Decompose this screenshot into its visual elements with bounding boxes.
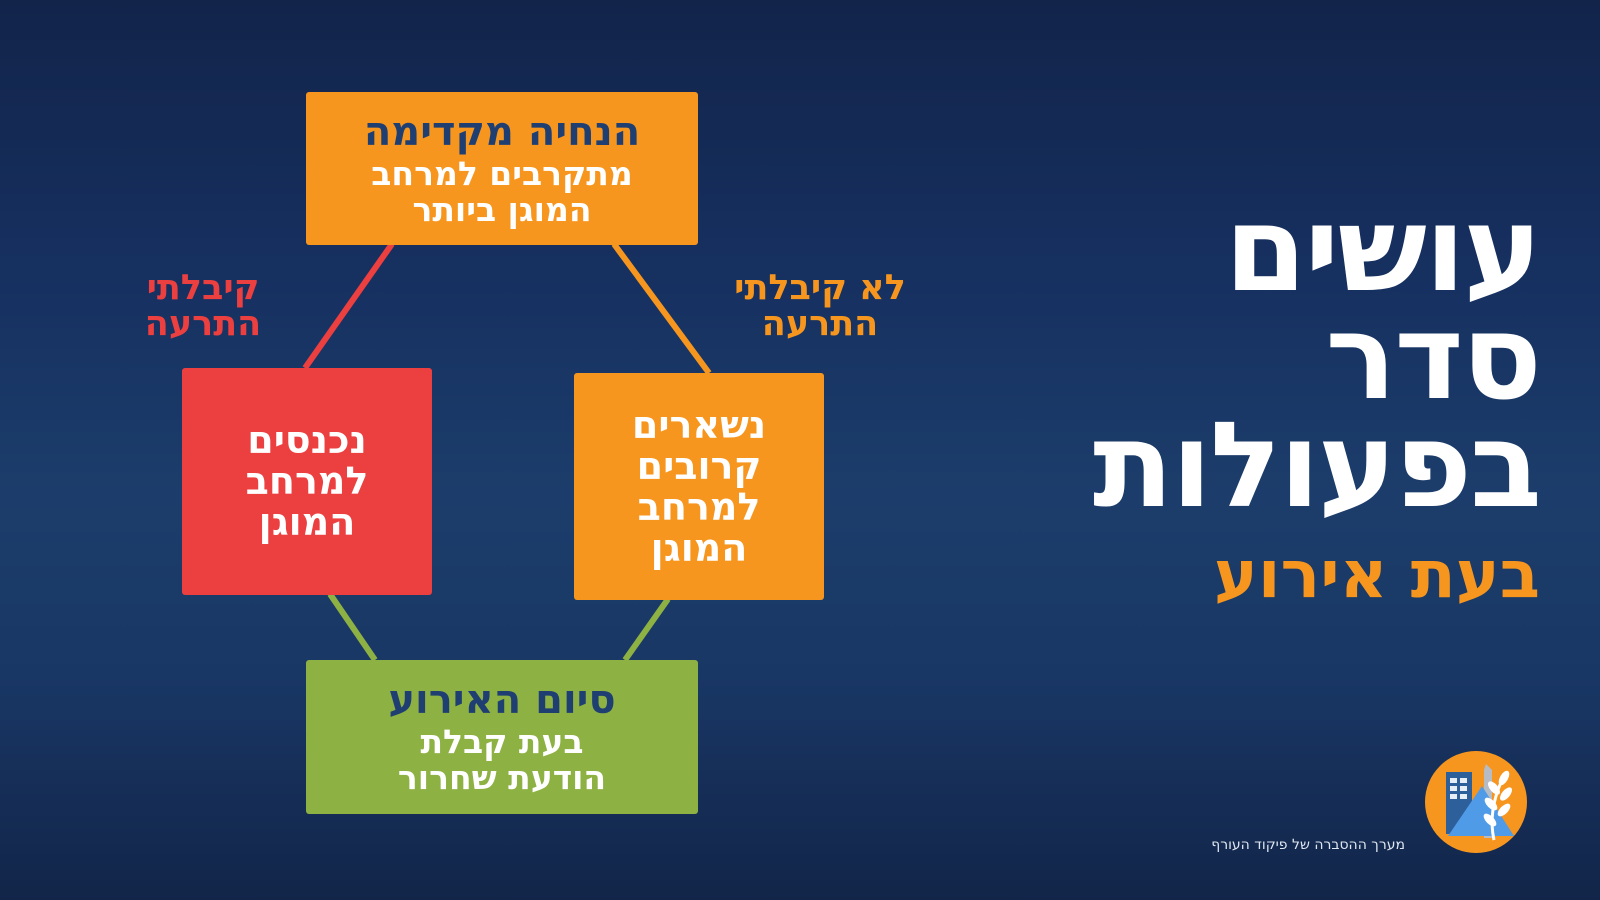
stay-near-shelter-text: נשארים קרובים למרחב המוגן xyxy=(631,402,767,570)
advance-notice-title: הנחיה מקדימה xyxy=(363,108,641,155)
stay-near-shelter-box: נשארים קרובים למרחב המוגן xyxy=(574,373,824,600)
connector-left-to-end-line xyxy=(327,592,378,662)
advance-notice-text: מתקרבים למרחב המוגן ביותר xyxy=(371,153,633,229)
connector-not-received-line xyxy=(611,242,712,375)
home-front-command-logo-icon xyxy=(1425,751,1527,853)
connector-right-to-end-line xyxy=(622,597,671,662)
enter-shelter-text: נכנסים למרחב המוגן xyxy=(245,418,369,544)
connector-received-line xyxy=(302,242,395,370)
page-title: עושים סדר בפעולות xyxy=(1092,180,1542,534)
event-end-title: סיום האירוע xyxy=(388,677,616,723)
event-end-text: בעת קבלת הודעת שחרור xyxy=(397,722,607,797)
not-received-alert-label: לא קיבלתי התרעה xyxy=(734,268,906,344)
advance-notice-box: הנחיה מקדימה מתקרבים למרחב המוגן ביותר xyxy=(306,92,698,245)
page-subtitle: בעת אירוע xyxy=(1213,536,1540,613)
received-alert-label: קיבלתי התרעה xyxy=(144,268,262,344)
event-end-box: סיום האירוע בעת קבלת הודעת שחרור xyxy=(306,660,698,814)
footer-credit: מערך ההסברה של פיקוד העורף xyxy=(1211,837,1405,853)
enter-shelter-box: נכנסים למרחב המוגן xyxy=(182,368,432,595)
